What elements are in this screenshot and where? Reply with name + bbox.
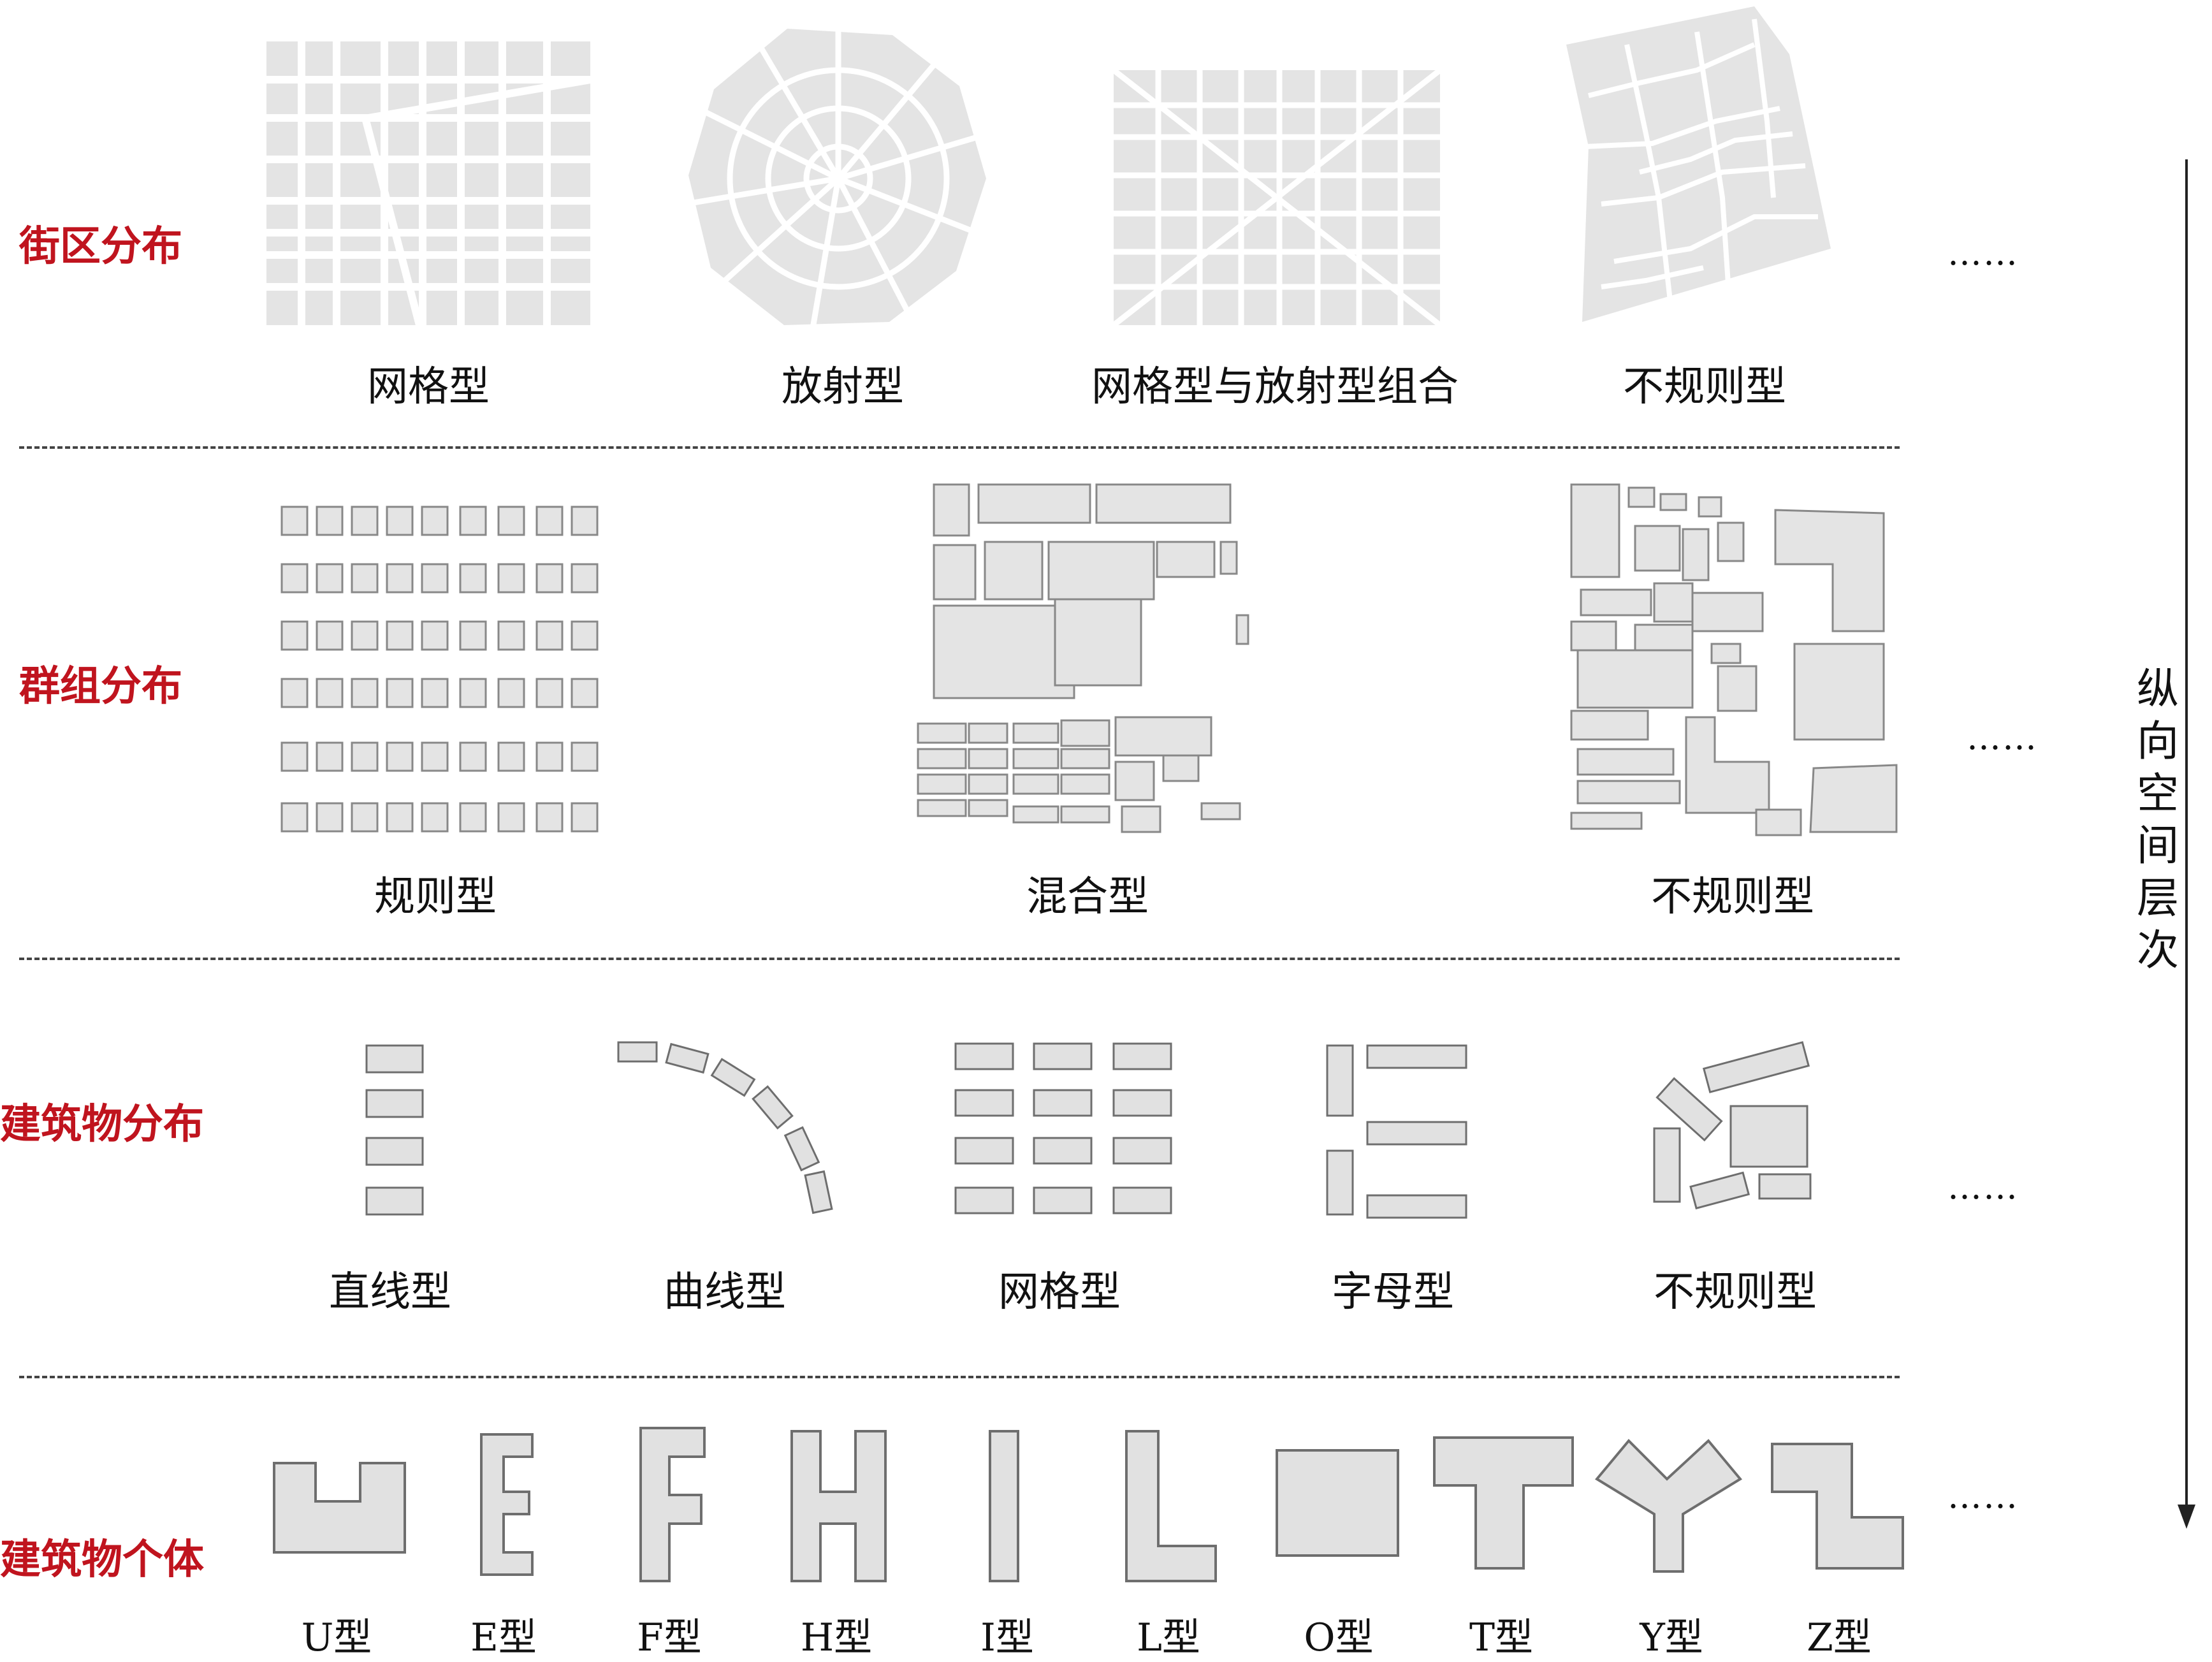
layout-irregular-figure xyxy=(1653,1041,1812,1210)
caption-shape-f: F型 xyxy=(637,1615,702,1660)
row-divider xyxy=(19,1376,1900,1378)
layout-grid-figure xyxy=(954,1042,1172,1214)
axis-char: 空 xyxy=(2137,769,2179,818)
vertical-axis-label: 纵 向 空 间 层 次 xyxy=(2132,663,2183,977)
caption-shape-h: H型 xyxy=(800,1615,873,1660)
vertical-axis-arrow xyxy=(2178,159,2195,1529)
axis-char: 层 xyxy=(2137,873,2179,922)
layout-letter-figure xyxy=(1326,1044,1467,1219)
caption-shape-y: Y型 xyxy=(1640,1615,1703,1660)
ellipsis: …… xyxy=(1947,1476,2019,1516)
caption-group-irregular: 不规则型 xyxy=(1651,873,1814,921)
caption-layout-grid: 网格型 xyxy=(998,1269,1121,1316)
caption-district-grid-radial: 网格型与放射型组合 xyxy=(1091,363,1459,411)
row-label-building-layout: 建筑物分布 xyxy=(0,1101,204,1148)
district-irregular-figure xyxy=(1566,6,1831,322)
axis-char: 纵 xyxy=(2137,664,2179,713)
caption-layout-letter: 字母型 xyxy=(1332,1269,1454,1316)
layout-curve-figure xyxy=(617,1041,833,1214)
caption-layout-irregular: 不规则型 xyxy=(1654,1269,1817,1316)
caption-shape-o: O型 xyxy=(1304,1615,1374,1660)
shape-i-figure xyxy=(989,1430,1019,1582)
caption-shape-i: I型 xyxy=(980,1615,1034,1660)
ellipsis: …… xyxy=(1947,1167,2019,1207)
ellipsis: …… xyxy=(1947,233,2019,273)
caption-shape-e: E型 xyxy=(470,1615,537,1660)
caption-shape-l: L型 xyxy=(1137,1615,1200,1660)
shape-h-figure xyxy=(790,1430,887,1582)
row-divider xyxy=(19,958,1900,960)
shape-u-figure xyxy=(273,1462,406,1554)
axis-char: 间 xyxy=(2137,821,2179,870)
caption-layout-straight: 直线型 xyxy=(329,1269,451,1316)
caption-shape-t: T型 xyxy=(1469,1615,1534,1660)
group-regular-figure xyxy=(280,506,599,833)
shape-e-figure xyxy=(480,1433,534,1576)
axis-char: 次 xyxy=(2137,926,2179,975)
shape-o-figure xyxy=(1276,1449,1399,1557)
row-label-district: 街区分布 xyxy=(19,223,182,270)
row-label-building-single: 建筑物个体 xyxy=(0,1536,204,1584)
row-divider xyxy=(19,446,1900,449)
shape-f-figure xyxy=(639,1427,706,1582)
caption-district-radial: 放射型 xyxy=(782,363,904,411)
district-grid-figure xyxy=(266,41,590,325)
caption-shape-z: Z型 xyxy=(1807,1615,1872,1660)
district-grid-radial-figure xyxy=(1114,70,1440,325)
shape-y-figure xyxy=(1594,1439,1743,1573)
ellipsis: …… xyxy=(1967,717,2038,757)
axis-char: 向 xyxy=(2137,717,2179,766)
shape-t-figure xyxy=(1433,1436,1574,1570)
caption-shape-u: U型 xyxy=(301,1615,372,1660)
caption-district-irregular: 不规则型 xyxy=(1623,363,1786,411)
group-mixed-figure xyxy=(917,483,1249,833)
row-label-group: 群组分布 xyxy=(19,663,182,710)
district-radial-figure xyxy=(685,26,988,328)
layout-straight-figure xyxy=(365,1044,424,1216)
shape-l-figure xyxy=(1125,1430,1217,1582)
caption-group-regular: 规则型 xyxy=(374,873,497,921)
group-irregular-figure xyxy=(1570,483,1898,836)
caption-group-mixed: 混合型 xyxy=(1026,873,1149,921)
caption-district-grid: 网格型 xyxy=(367,363,490,411)
shape-z-figure xyxy=(1771,1443,1904,1570)
caption-layout-curve: 曲线型 xyxy=(664,1269,786,1316)
